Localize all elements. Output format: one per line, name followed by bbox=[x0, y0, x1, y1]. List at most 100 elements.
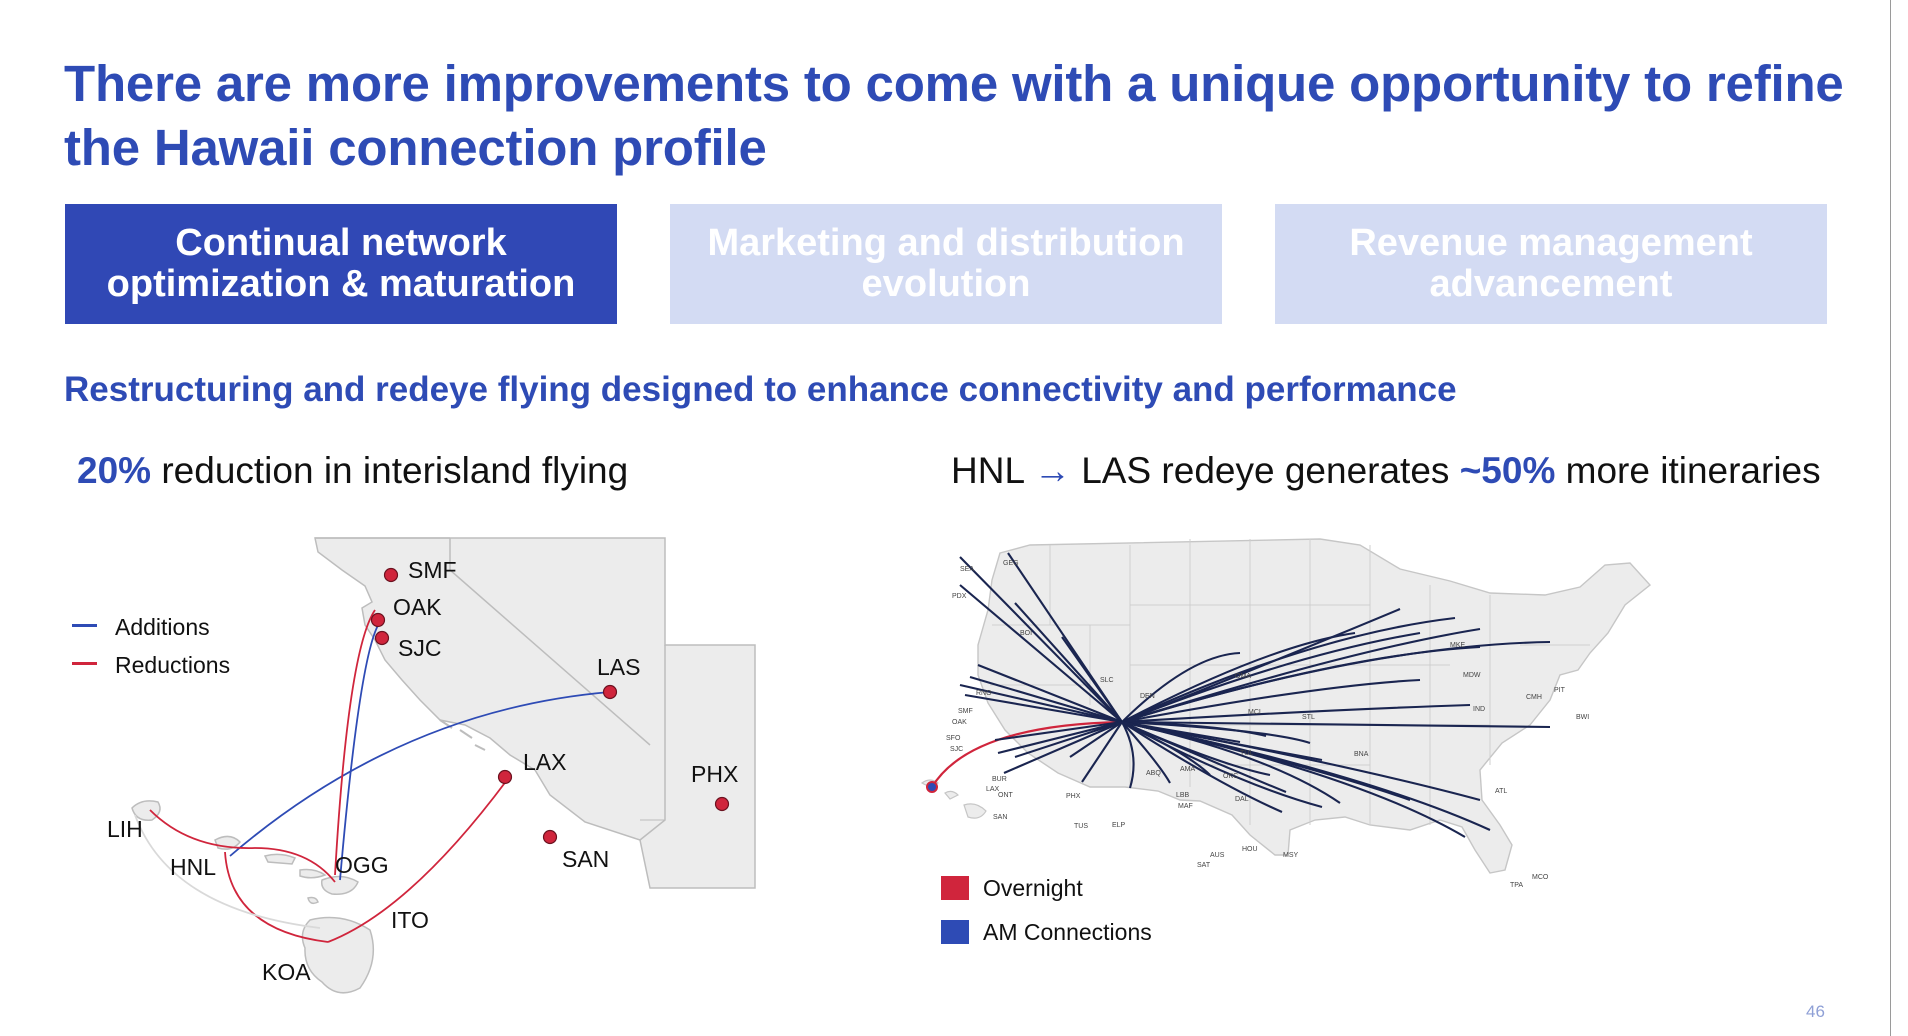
lih-label: LIH bbox=[107, 816, 143, 842]
route-addition-ogg-sjc bbox=[339, 621, 381, 881]
hnl-hub-marker bbox=[926, 781, 938, 793]
phx-label: PHX bbox=[691, 761, 738, 787]
mco-label: MCO bbox=[1532, 874, 1549, 881]
rno-label: RNO bbox=[976, 690, 992, 697]
reductions-legend-label: Reductions bbox=[115, 652, 231, 678]
tul-label: TUL bbox=[1240, 750, 1253, 757]
msy-label: MSY bbox=[1283, 852, 1299, 859]
las-label: LAS bbox=[597, 654, 640, 680]
tab-network-optimization[interactable]: Continual network optimization & maturat… bbox=[65, 204, 617, 324]
overnight-legend-label: Overnight bbox=[983, 875, 1083, 901]
interisland-stat-value: 20% bbox=[77, 450, 152, 491]
arrow-right-icon: → bbox=[1033, 450, 1071, 491]
okc-label: OKC bbox=[1223, 773, 1238, 780]
ind-label: IND bbox=[1473, 706, 1485, 713]
hnl-label: HNL bbox=[170, 854, 216, 880]
lbb-label: LBB bbox=[1176, 792, 1190, 799]
route-reduction-lih-ogg bbox=[149, 809, 336, 883]
slc-label: SLC bbox=[1100, 677, 1114, 684]
abq-label: ABQ bbox=[1146, 770, 1161, 777]
san-label: SAN bbox=[562, 846, 609, 872]
additions-legend-label: Additions bbox=[115, 614, 210, 640]
bwi-label: BWI bbox=[1576, 714, 1589, 721]
koa-label: KOA bbox=[262, 959, 311, 985]
mke-label: MKE bbox=[1450, 642, 1466, 649]
am-connections-legend-swatch bbox=[941, 920, 969, 944]
oma-label: OMA bbox=[1235, 673, 1251, 680]
hou-label: HOU bbox=[1242, 846, 1258, 853]
tab-marketing-distribution[interactable]: Marketing and distribution evolution bbox=[670, 204, 1222, 324]
boi-label: BOI bbox=[1020, 630, 1032, 637]
stl-label: STL bbox=[1302, 714, 1315, 721]
smf-label: SMF bbox=[408, 557, 457, 583]
bna-label: BNA bbox=[1354, 751, 1369, 758]
oak-city-label: OAK bbox=[952, 719, 967, 726]
ama-label: AMA bbox=[1180, 766, 1196, 773]
san-city-label: SAN bbox=[993, 814, 1007, 821]
mci-label: MCI bbox=[1248, 709, 1261, 716]
route-lines bbox=[134, 609, 611, 943]
oak-label: OAK bbox=[393, 594, 442, 620]
slide-title: There are more improvements to come with… bbox=[64, 55, 1844, 176]
ont-label: ONT bbox=[998, 792, 1014, 799]
west-coast-land bbox=[314, 537, 756, 889]
interisland-stat-text: reduction in interisland flying bbox=[161, 450, 629, 491]
sjc-label: SJC bbox=[398, 635, 441, 661]
redeye-stat-text: more itineraries bbox=[1565, 450, 1821, 491]
tus-label: TUS bbox=[1074, 823, 1088, 830]
route-addition-hnl-las bbox=[229, 691, 611, 857]
lax-label: LAX bbox=[523, 749, 566, 775]
interisland-route-map: SMF OAK SJC LAS LAX PHX SAN LIH HNL OGG … bbox=[107, 537, 756, 994]
sjc-marker bbox=[374, 630, 390, 646]
geg-label: GEG bbox=[1003, 560, 1019, 567]
redeye-stat: HNL → LAS redeye generates ~50% more iti… bbox=[951, 450, 1821, 492]
atl-label: ATL bbox=[1495, 788, 1507, 795]
tab-revenue-management[interactable]: Revenue management advancement bbox=[1275, 204, 1827, 324]
den-label: DEN bbox=[1140, 693, 1155, 700]
route-reduction-ogg-oak bbox=[334, 609, 376, 876]
tpa-label: TPA bbox=[1510, 882, 1523, 889]
sfo-city-label: SFO bbox=[946, 735, 961, 742]
airport-labels: SMF OAK SJC LAS LAX PHX SAN LIH HNL OGG … bbox=[107, 557, 738, 985]
maf-label: MAF bbox=[1178, 803, 1193, 810]
cmh-label: CMH bbox=[1526, 694, 1542, 701]
phx-city-label: PHX bbox=[1066, 793, 1081, 800]
ito-label: ITO bbox=[391, 907, 429, 933]
phx-marker bbox=[714, 796, 730, 812]
redeye-stat-origin: HNL bbox=[951, 450, 1024, 491]
airport-markers bbox=[370, 567, 730, 845]
smf-city-label: SMF bbox=[958, 708, 973, 715]
city-labels: SEA GEG PDX BOI SLC RNO SMF OAK SFO SJC … bbox=[946, 560, 1589, 889]
section-subheading: Restructuring and redeye flying designed… bbox=[64, 370, 1457, 409]
pit-label: PIT bbox=[1554, 687, 1566, 694]
pdx-label: PDX bbox=[952, 593, 967, 600]
mdw-label: MDW bbox=[1463, 672, 1481, 679]
additions-legend-swatch bbox=[72, 624, 97, 627]
las-marker bbox=[602, 684, 618, 700]
lax-marker bbox=[497, 769, 513, 785]
slide-edge bbox=[1890, 0, 1891, 1036]
redeye-stat-value: ~50% bbox=[1459, 450, 1556, 491]
route-reduction-hnl-koa bbox=[224, 851, 329, 943]
oak-marker bbox=[370, 612, 386, 628]
route-gray-lih-koa bbox=[134, 814, 321, 929]
hawaii-islands bbox=[131, 800, 375, 994]
am-connections-legend-label: AM Connections bbox=[983, 919, 1152, 945]
connection-routes bbox=[959, 552, 1551, 838]
sat-label: SAT bbox=[1197, 862, 1211, 869]
aus-label: AUS bbox=[1210, 852, 1225, 859]
sjc-city-label: SJC bbox=[950, 746, 963, 753]
sea-label: SEA bbox=[960, 566, 974, 573]
smf-marker bbox=[383, 567, 399, 583]
reductions-legend-swatch bbox=[72, 662, 97, 665]
lax-city-label: LAX bbox=[986, 786, 1000, 793]
interisland-stat: 20% reduction in interisland flying bbox=[77, 450, 628, 492]
overnight-legend-swatch bbox=[941, 876, 969, 900]
bur-label: BUR bbox=[992, 776, 1007, 783]
san-marker bbox=[542, 829, 558, 845]
ogg-label: OGG bbox=[335, 852, 389, 878]
elp-label: ELP bbox=[1112, 822, 1126, 829]
page-number: 46 bbox=[1806, 1002, 1825, 1021]
route-reduction-koa-lax bbox=[327, 779, 508, 943]
dal-label: DAL bbox=[1235, 796, 1249, 803]
